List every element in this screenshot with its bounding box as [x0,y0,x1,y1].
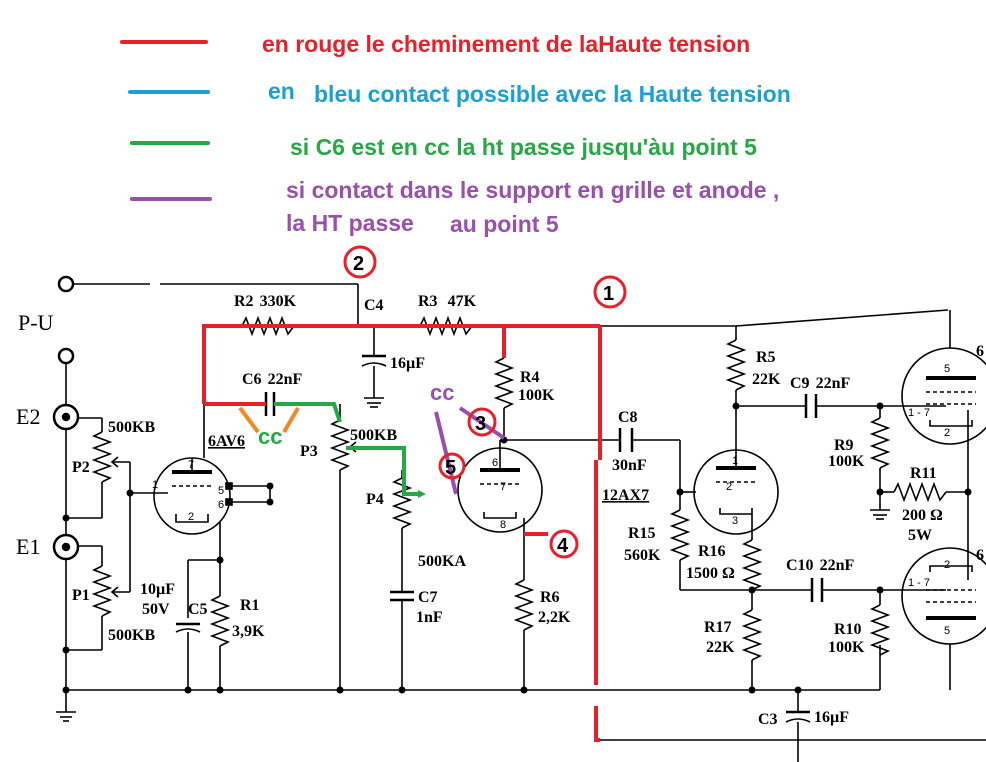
c5-name: C5 [188,601,208,618]
tube-12ax7: 12AX7 [602,487,649,504]
r5-value: 22K [752,371,781,388]
p3-name: P3 [300,443,318,460]
p3-value: 500KB [350,427,397,444]
c4-value: 16µF [390,355,425,372]
cc-label-green: cc [258,424,282,449]
r1-value: 3,9K [232,623,265,640]
pin-v2-6: 6 [492,457,498,469]
r4-value: 100K [518,387,555,404]
ht-path-red [202,324,602,742]
pin-v5-5: 5 [944,625,950,637]
c8-name: C8 [618,409,638,426]
c3-name: C3 [758,711,778,728]
r6-value: 2,2K [538,609,571,626]
legend-purple-text-c: au point 5 [450,211,559,237]
r11-watt: 5W [908,527,932,544]
r11-name: R11 [910,465,937,482]
r9-value: 100K [828,453,865,470]
pin-v4-2: 2 [944,427,950,439]
c5-value1: 10µF [140,581,175,598]
r17-name: R17 [704,619,732,636]
p4-name: P4 [366,491,384,508]
pin-v5-6: 6 [976,547,984,564]
c4-name: C4 [364,297,384,314]
marker-1: 1 [603,283,614,305]
legend-blue-line [128,90,210,94]
r5-name: R5 [756,349,776,366]
r17-value: 22K [706,639,735,656]
pin-v1-2: 2 [188,511,194,523]
schematic-wires [56,283,986,762]
p2-name: P2 [72,459,90,476]
pin-v1-7: 7 [188,459,194,471]
p1-name: P1 [72,587,90,604]
p2-value: 500KB [108,419,155,436]
pin-v4-5: 5 [944,363,950,375]
label-e2: E2 [16,404,40,429]
r15-value: 560K [624,547,661,564]
pin-v1-5: 5 [218,485,224,497]
c8-value: 30nF [612,457,647,474]
r1-name: R1 [240,597,260,614]
r10-value: 100K [828,639,865,656]
contact-lines [238,406,506,495]
cc-label-purple: cc [430,380,454,405]
r10-name: R10 [834,621,862,638]
p4-wiper-arrow [418,490,426,498]
pin-v1-6: 6 [218,499,224,511]
legend-purple-line [130,197,212,201]
pin-v3-3: 3 [732,515,738,527]
terminals [52,275,80,561]
c7-value: 1nF [416,609,443,626]
r15-name: R15 [628,525,656,542]
p1-value: 500KB [108,627,155,644]
legend-purple-text-a: si contact dans le support en grille et … [286,177,780,203]
pin-v3-2: 2 [726,481,732,493]
legend-red-text: en rouge le cheminement de laHaute tensi… [262,31,751,57]
junctions [62,402,972,694]
pin-v4-6: 6 [976,343,984,360]
c7-name: C7 [418,589,438,606]
pin-v5-17: 1 - 7 [908,577,930,589]
label-pu: P-U [18,310,54,335]
c3-value: 16µF [814,709,849,726]
r9-name: R9 [834,437,854,454]
r16-name: R16 [698,543,726,560]
legend-red-line [120,40,208,44]
c5-value2: 50V [142,601,170,618]
legend: en rouge le cheminement de laHaute tensi… [0,0,986,250]
r11-value: 200 Ω [902,507,943,524]
marker-5: 5 [445,457,456,479]
legend-green-text: si C6 est en cc la ht passe jusqu'àu poi… [290,134,757,160]
legend-blue-text-a: en [268,78,295,104]
legend-green-line [130,141,210,145]
legend-blue-text-b: bleu contact possible avec la Haute tens… [314,81,791,107]
label-e1: E1 [16,534,40,559]
r16-value: 1500 Ω [686,565,735,582]
r6-name: R6 [540,589,560,606]
pin-v3-1: 1 [732,455,738,467]
pin-v1-1: 1 [152,479,158,491]
pin-v5-2: 2 [944,559,950,571]
pin-v2-7: 7 [500,481,506,493]
pin-v2-8: 8 [500,519,506,531]
pin-v4-17: 1 - 7 [908,407,930,419]
r4-name: R4 [520,369,540,386]
marker-4: 4 [557,535,569,557]
legend-purple-text-b: la HT passe [286,210,414,236]
p4-value: 500KA [418,553,466,570]
marker-3: 3 [475,413,486,435]
markers [343,245,627,559]
c6-short-path-green [274,402,418,496]
marker-2: 2 [353,253,364,275]
tube-6av6: 6AV6 [208,433,245,450]
